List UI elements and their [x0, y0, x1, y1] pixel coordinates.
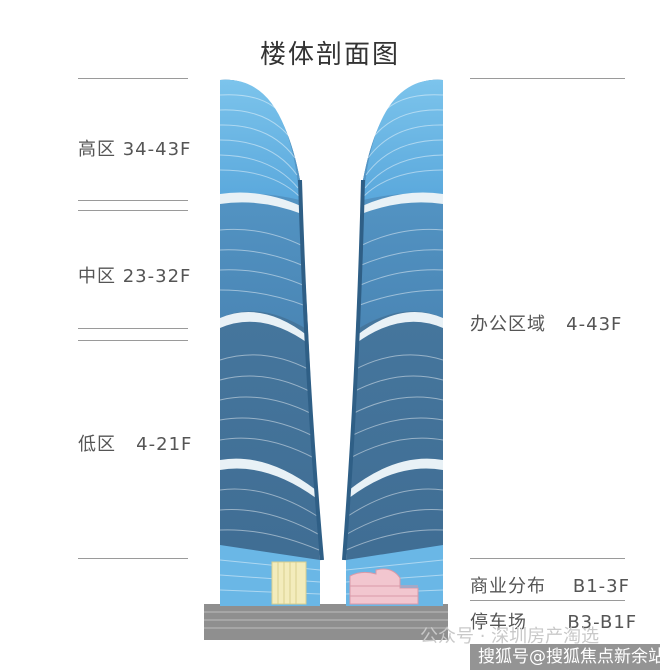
divider-line [470, 78, 625, 79]
base-podium [204, 604, 448, 640]
divider-line [78, 328, 188, 329]
tower-left-half [219, 79, 324, 607]
divider-line [470, 600, 625, 601]
divider-line [78, 78, 188, 79]
zone-label-low: 低区 4-21F [78, 434, 193, 455]
tower-right-half [342, 79, 444, 607]
divider-line [78, 558, 188, 559]
divider-line [470, 558, 625, 559]
divider-line [78, 210, 188, 211]
source-watermark: 搜狐号@搜狐焦点新余站 [470, 644, 660, 670]
zone-label-parking: 停车场 B3-B1F [470, 612, 638, 633]
zone-label-mid: 中区 23-32F [78, 266, 192, 287]
channel-watermark: 公众号 · 深圳房产淘选 [420, 626, 600, 647]
zone-label-retail: 商业分布 B1-3F [470, 576, 630, 597]
diagram-title: 楼体剖面图 [259, 40, 400, 70]
zone-label-office: 办公区域 4-43F [470, 314, 623, 335]
zone-label-high: 高区 34-43F [78, 139, 192, 160]
divider-line [78, 340, 188, 341]
divider-line [78, 200, 188, 201]
